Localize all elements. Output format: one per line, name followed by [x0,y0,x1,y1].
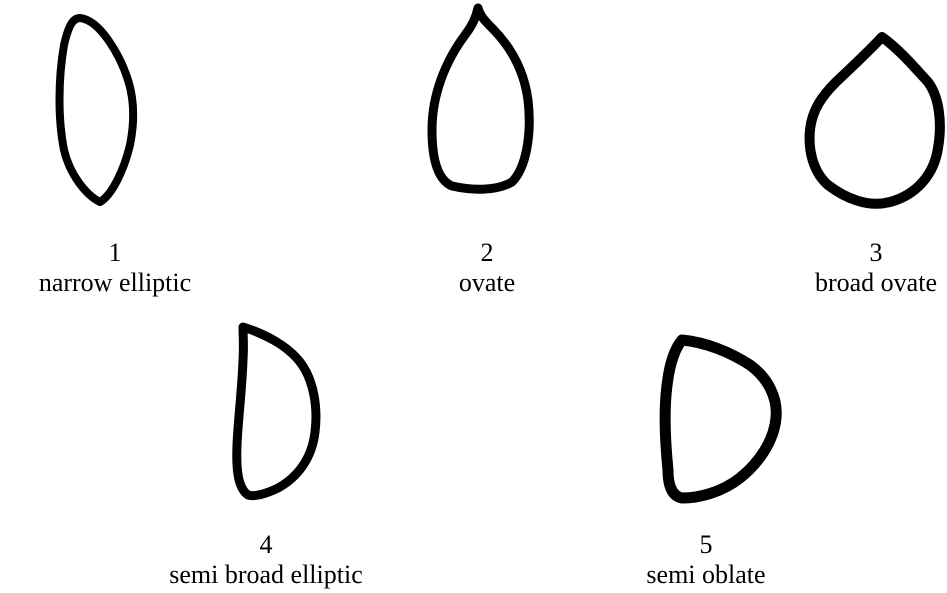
shape-label-5: semi oblate [576,560,836,590]
shape-caption-3: 3 broad ovate [746,238,947,298]
broad-ovate-shape [810,37,940,204]
shape-caption-1: 1 narrow elliptic [0,238,245,298]
shape-caption-4: 4 semi broad elliptic [136,530,396,590]
shape-label-3: broad ovate [746,268,947,298]
narrow-elliptic-shape [60,18,134,202]
semi-oblate-shape [665,340,776,498]
shape-number-2: 2 [357,238,617,268]
shape-number-1: 1 [0,238,245,268]
shape-caption-2: 2 ovate [357,238,617,298]
shape-number-4: 4 [136,530,396,560]
shape-caption-5: 5 semi oblate [576,530,836,590]
shape-label-4: semi broad elliptic [136,560,396,590]
shape-number-5: 5 [576,530,836,560]
ovate-shape [432,8,529,189]
shape-label-1: narrow elliptic [0,268,245,298]
semi-broad-elliptic-shape [237,327,316,496]
shape-label-2: ovate [357,268,617,298]
shape-number-3: 3 [746,238,947,268]
